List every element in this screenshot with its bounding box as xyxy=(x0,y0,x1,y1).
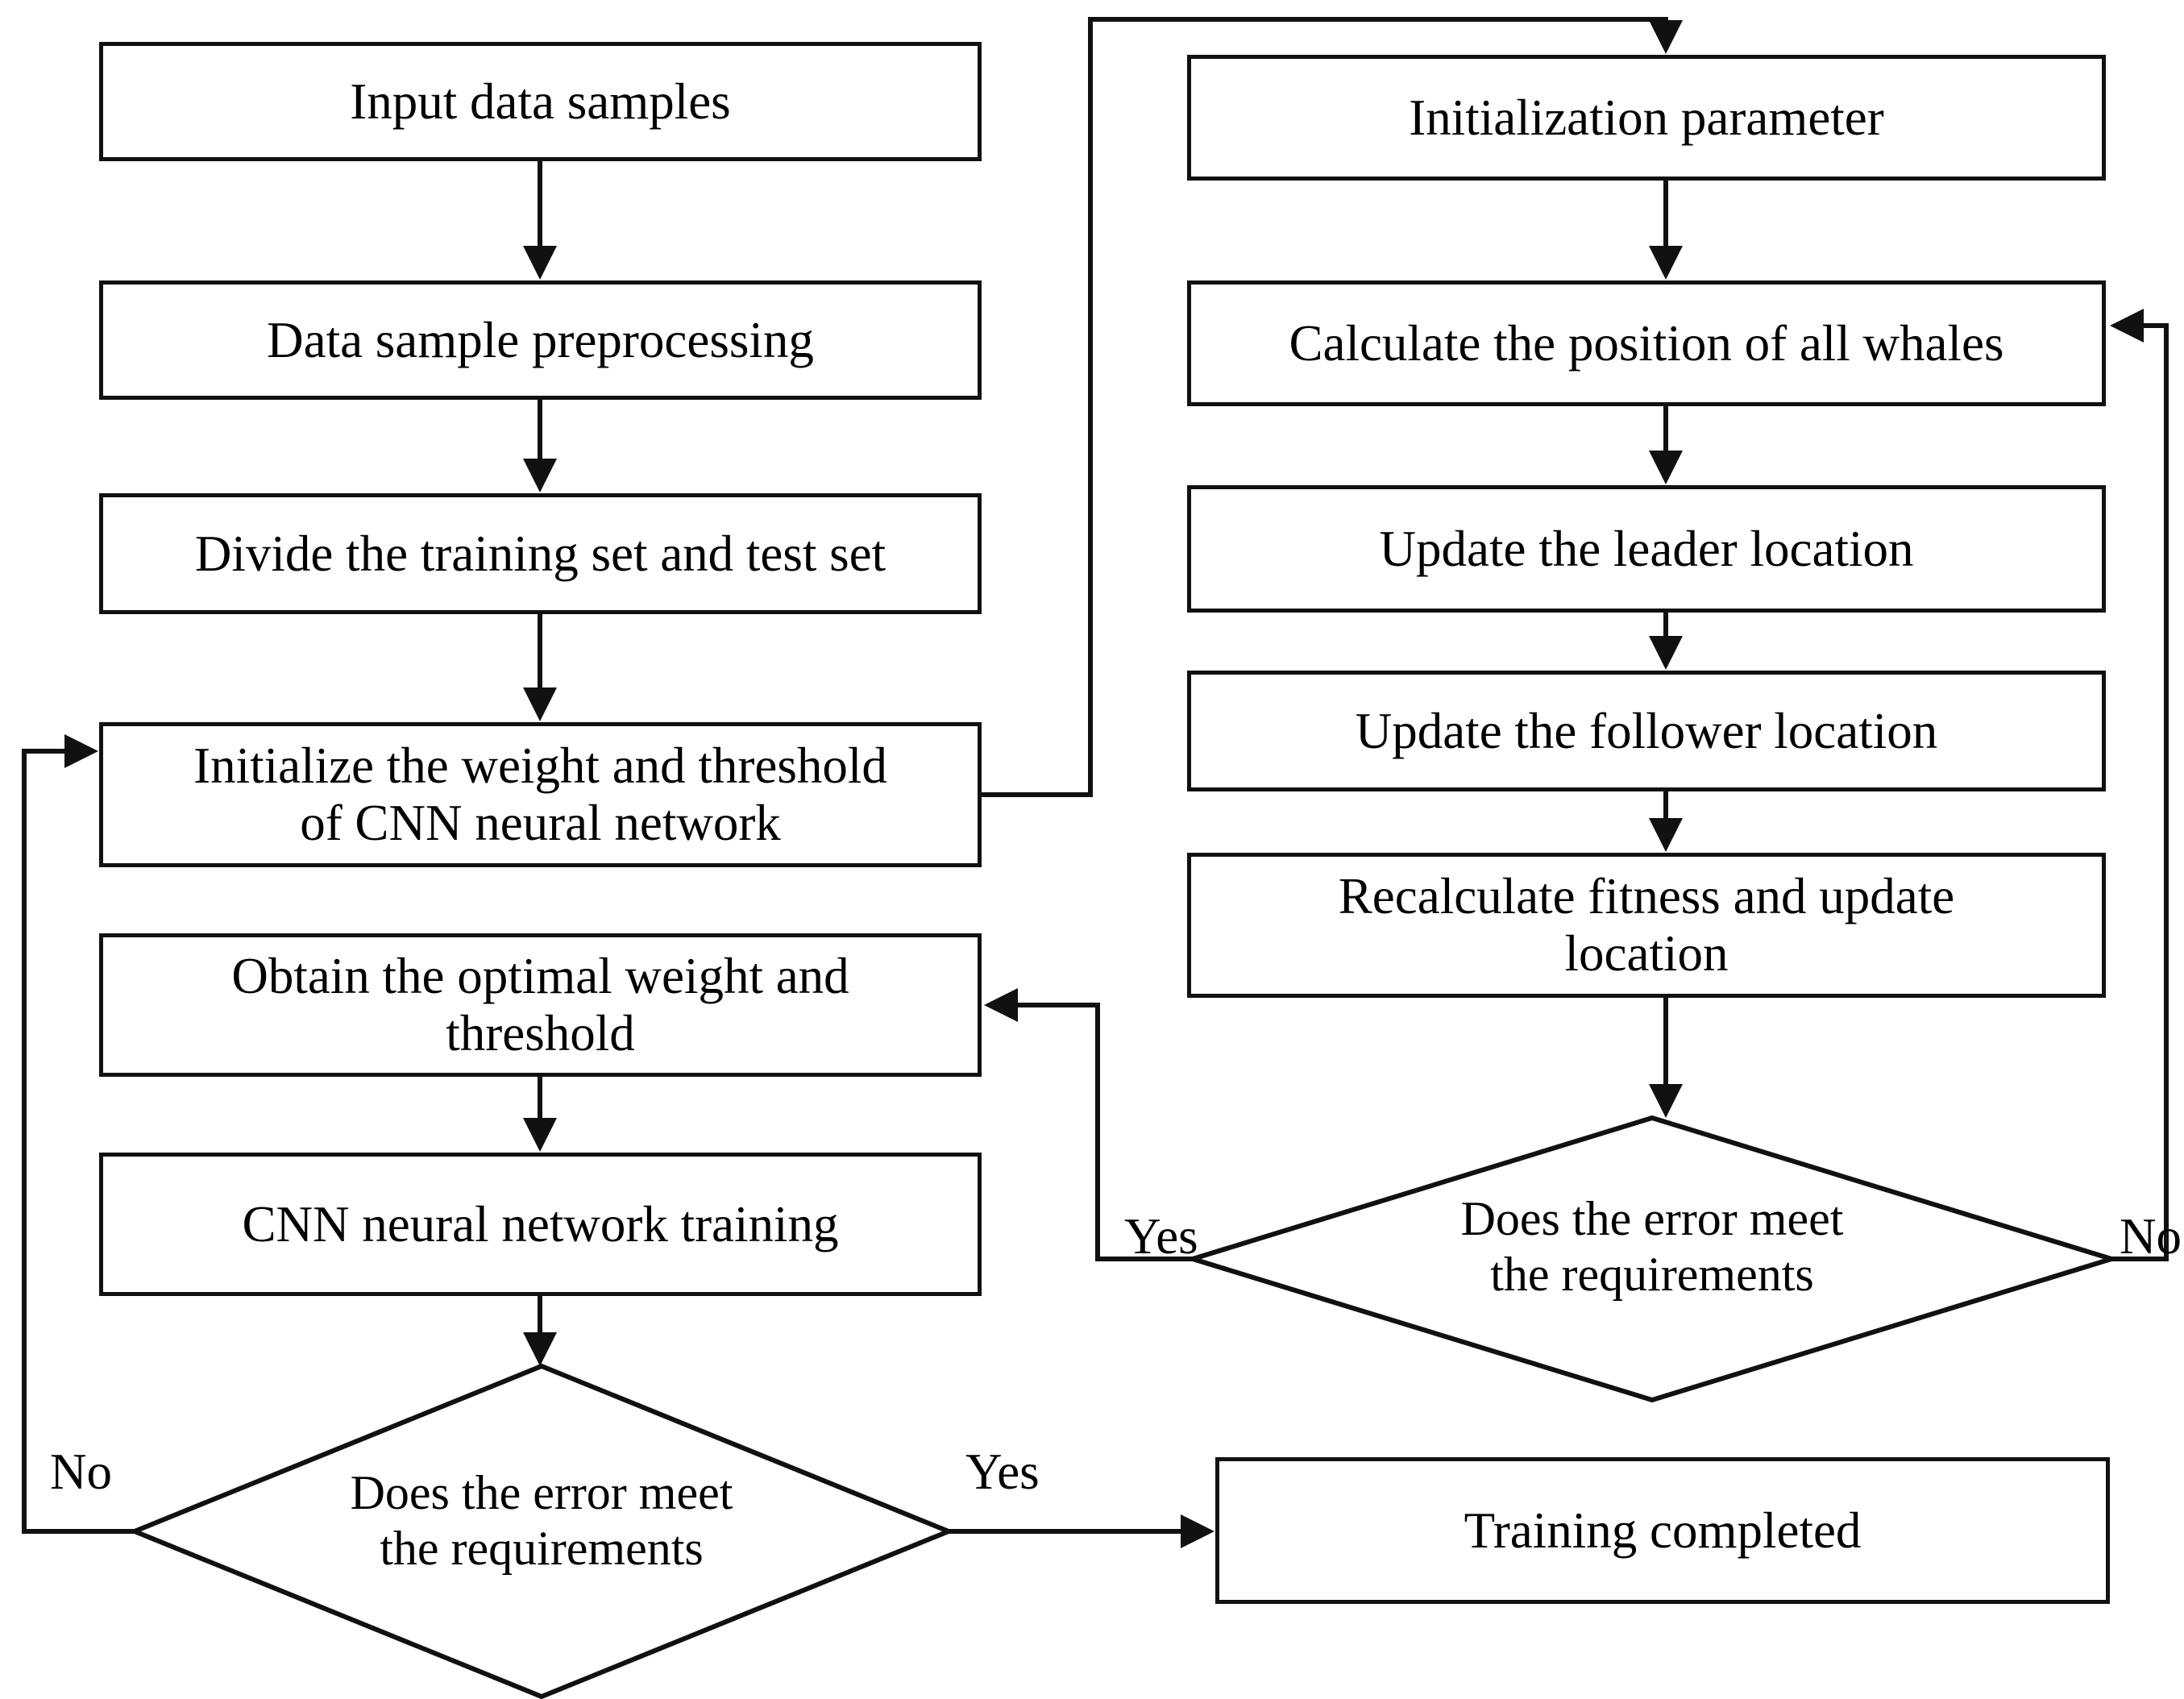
edge-initialize-to-right-top xyxy=(982,17,1683,797)
edge-right-no-loop xyxy=(2110,309,2169,1261)
node-calculate-position-all-whales[interactable]: Calculate the position of all whales xyxy=(1187,280,2106,406)
node-cnn-neural-network-training[interactable]: CNN neural network training xyxy=(99,1153,982,1296)
branch-label-right-yes: Yes xyxy=(1124,1208,1198,1265)
decision-left-shape xyxy=(128,1363,955,1699)
branch-label-left-yes: Yes xyxy=(965,1444,1040,1500)
node-data-sample-preprocessing[interactable]: Data sample preprocessing xyxy=(99,280,982,400)
node-initialize-weight-threshold[interactable]: Initialize the weight and threshold of C… xyxy=(99,722,982,867)
node-divide-training-test-set[interactable]: Divide the training set and test set xyxy=(99,493,982,614)
edge-left-no-loop xyxy=(22,734,135,1534)
node-input-data-samples[interactable]: Input data samples xyxy=(99,42,982,161)
branch-label-left-no: No xyxy=(50,1444,112,1500)
node-training-completed[interactable]: Training completed xyxy=(1215,1457,2110,1604)
edge-right-yes-to-obtain xyxy=(984,988,1193,1261)
branch-label-right-no: No xyxy=(2120,1208,2182,1265)
node-obtain-optimal-weight-threshold[interactable]: Obtain the optimal weight and threshold xyxy=(99,933,982,1077)
decision-right-shape xyxy=(1184,1115,2120,1403)
node-update-follower-location[interactable]: Update the follower location xyxy=(1187,671,2106,791)
node-initialization-parameter[interactable]: Initialization parameter xyxy=(1187,55,2106,181)
node-recalculate-fitness-update-location[interactable]: Recalculate fitness and update location xyxy=(1187,853,2106,998)
node-update-leader-location[interactable]: Update the leader location xyxy=(1187,485,2106,613)
